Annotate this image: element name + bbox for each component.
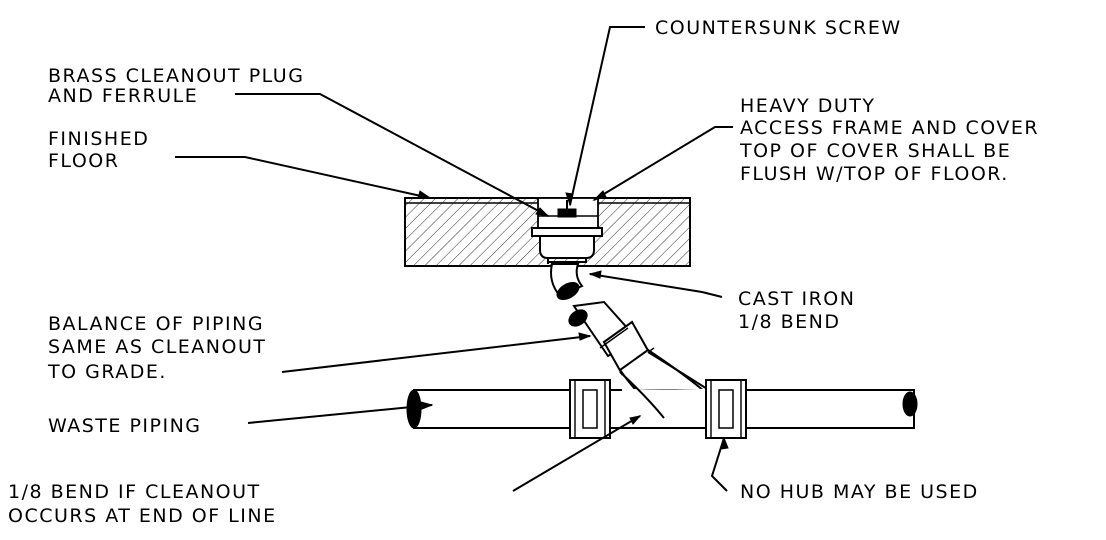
label-finished-floor-line2: FLOOR: [48, 150, 119, 172]
label-countersunk-screw: COUNTERSUNK SCREW: [655, 17, 902, 39]
cleanout-ferrule: [531, 227, 603, 264]
label-balance-line2: SAME AS CLEANOUT: [48, 336, 266, 358]
label-heavy-duty-line4: FLUSH W/TOP OF FLOOR.: [740, 163, 1009, 185]
label-cast-iron-line2: 1/8 BEND: [738, 311, 841, 333]
waste-pipe: [406, 351, 918, 429]
label-heavy-duty-line3: TOP OF COVER SHALL BE: [739, 140, 1011, 162]
cast-iron-bend: [550, 263, 584, 301]
coupling-right: [705, 379, 747, 439]
label-waste-piping: WASTE PIPING: [48, 415, 202, 437]
label-bend-line2: OCCURS AT END OF LINE: [8, 505, 277, 527]
label-finished-floor-line1: FINISHED: [48, 128, 149, 150]
coupling-left: [569, 379, 611, 439]
label-heavy-duty-line1: HEAVY DUTY: [740, 95, 875, 117]
label-no-hub: NO HUB MAY BE USED: [740, 481, 979, 503]
label-balance-line3: TO GRADE.: [47, 361, 167, 383]
label-bend-line1: 1/8 BEND IF CLEANOUT: [8, 481, 261, 503]
label-brass-plug-line1: BRASS CLEANOUT PLUG: [48, 65, 304, 87]
callout-labels: COUNTERSUNK SCREW BRASS CLEANOUT PLUG AN…: [8, 17, 1039, 527]
label-heavy-duty-line2: ACCESS FRAME AND COVER: [740, 117, 1039, 139]
label-cast-iron-line1: CAST IRON: [738, 288, 855, 310]
wye-branch: [568, 300, 713, 419]
label-balance-line1: BALANCE OF PIPING: [48, 313, 264, 335]
leader-lines: [175, 26, 733, 492]
access-frame-and-cover: [537, 197, 599, 231]
label-brass-plug-line2: AND FERRULE: [48, 85, 198, 107]
